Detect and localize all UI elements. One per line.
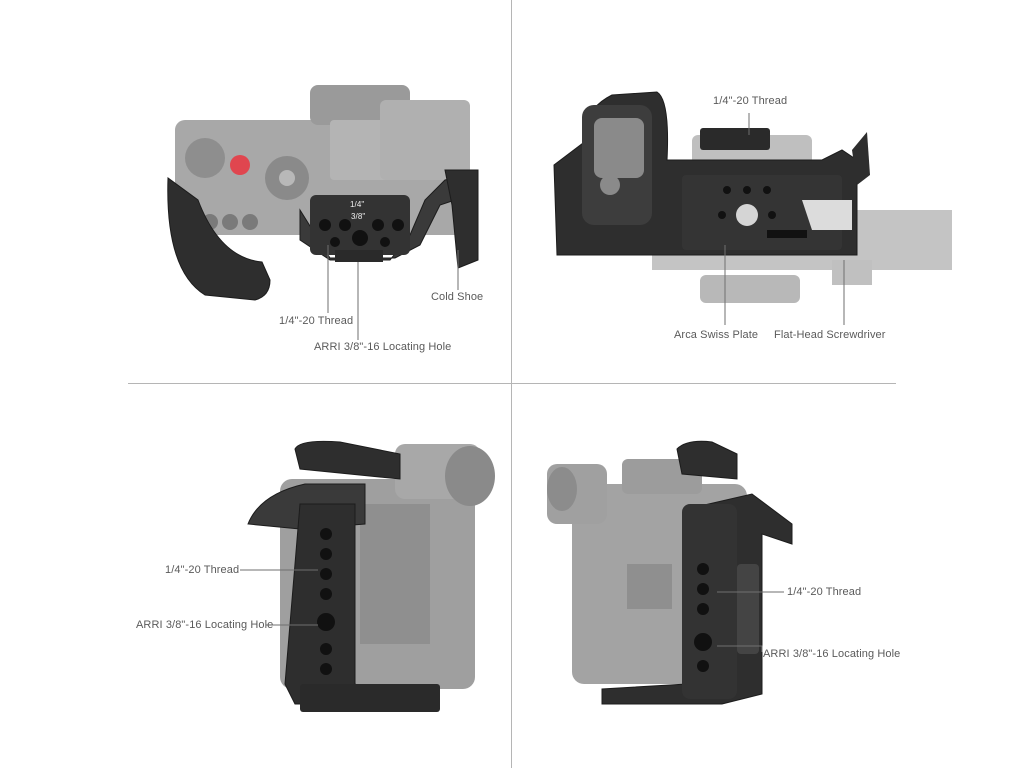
arri-hole-label: ARRI 3/8"-16 Locating Hole: [763, 648, 901, 660]
arca-plate-label: Arca Swiss Plate: [674, 329, 759, 341]
vertical-divider: [511, 0, 512, 768]
quarter-thread-label: 1/4"-20 Thread: [279, 315, 354, 327]
horizontal-divider: [128, 383, 896, 384]
right-view-panel: 1/4"-20 Thread ARRI 3/8"-16 Locating Hol…: [512, 384, 1024, 768]
quarter-thread-label: 1/4"-20 Thread: [713, 95, 788, 107]
quarter-thread-label: 1/4"-20 Thread: [165, 564, 240, 576]
cold-shoe-label: Cold Shoe: [431, 291, 484, 303]
front-view-illustration: [553, 91, 952, 325]
left-view-illustration: [240, 440, 495, 712]
top-view-illustration: [167, 85, 479, 340]
mark-three-eighths: 3/8": [351, 212, 366, 221]
right-view-illustration: [547, 440, 793, 705]
left-view-panel: 1/4"-20 Thread ARRI 3/8"-16 Locating Hol…: [0, 384, 511, 768]
arri-hole-label: ARRI 3/8"-16 Locating Hole: [314, 341, 452, 353]
screwdriver-label: Flat-Head Screwdriver: [774, 329, 886, 341]
front-view-panel: 1/4"-20 Thread Arca Swiss Plate Flat-Hea…: [512, 0, 1024, 383]
quarter-thread-label: 1/4"-20 Thread: [787, 586, 862, 598]
mark-quarter: 1/4": [350, 200, 365, 209]
top-view-panel: 1/4" 3/8" Cold Shoe 1/4"-20 Thread ARRI …: [0, 0, 511, 383]
arri-hole-label: ARRI 3/8"-16 Locating Hole: [136, 619, 274, 631]
